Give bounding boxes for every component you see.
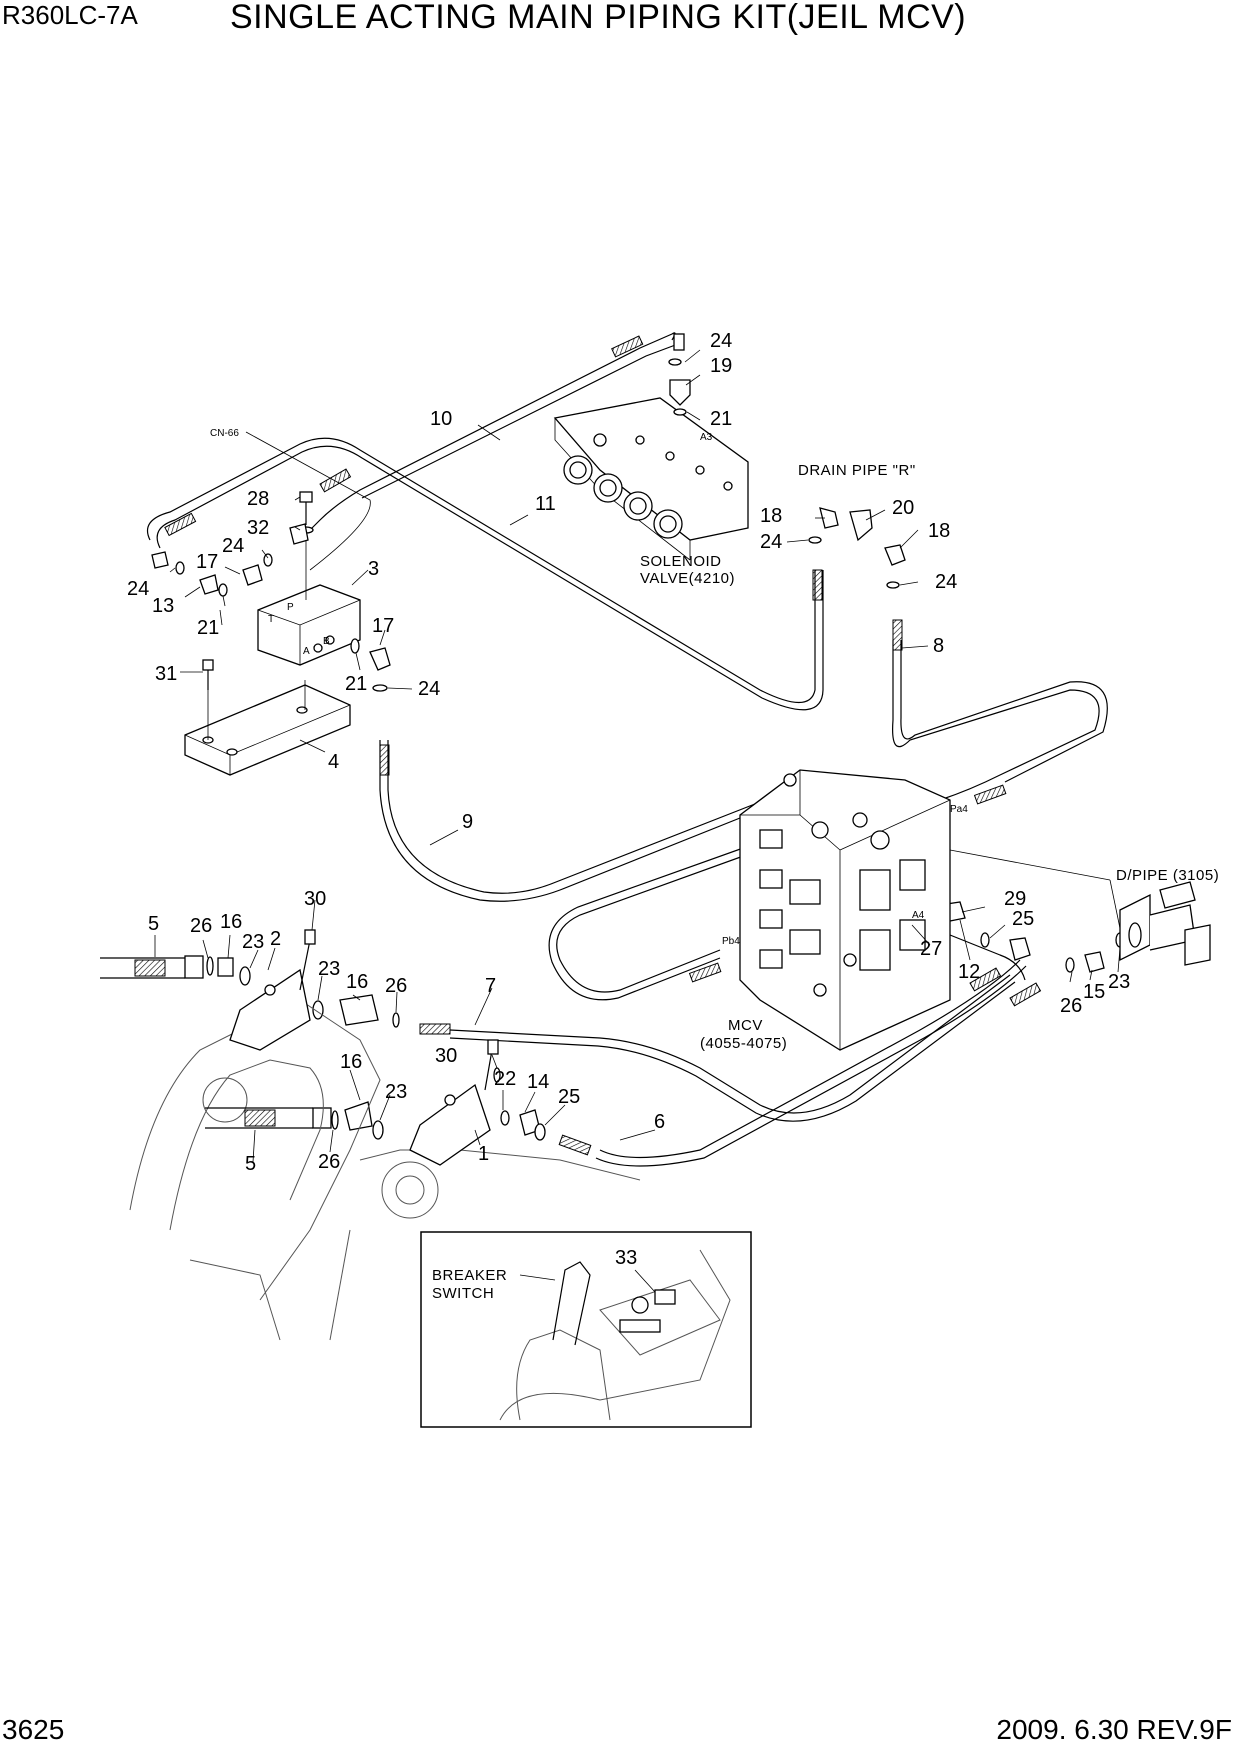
drain-pipe-label: DRAIN PIPE "R" [798, 462, 916, 479]
d-pipe [1119, 881, 1211, 966]
callout-24-d: 24 [760, 531, 782, 553]
callout-23-d: 23 [1108, 971, 1130, 993]
callout-33: 33 [615, 1247, 637, 1269]
callout-23-b: 23 [318, 958, 340, 980]
callout-21: 21 [710, 408, 732, 430]
model-code: R360LC-7A [2, 0, 138, 30]
callout-20: 20 [892, 497, 914, 519]
port-a4-label: A4 [912, 910, 925, 921]
solenoid-valve: A3 [553, 397, 749, 561]
page-title: SINGLE ACTING MAIN PIPING KIT(JEIL MCV) [230, 0, 967, 36]
callout-31: 31 [155, 663, 177, 685]
hose-8 [892, 640, 1100, 801]
callout-numbers: 24 19 21 10 11 28 32 24 17 3 24 13 21 20… [127, 330, 1130, 1269]
page-number: 3625 [2, 1714, 65, 1745]
port-a3-label: A3 [700, 432, 713, 443]
hoses-5 [100, 957, 313, 1129]
pipe-7 [449, 974, 1011, 1114]
callout-24-c: 24 [127, 578, 149, 600]
hose-9 [379, 740, 761, 902]
callout-24-f: 24 [418, 678, 440, 700]
callout-23: 23 [242, 931, 264, 953]
callout-27: 27 [920, 938, 942, 960]
port-pb4-label: Pb4 [722, 936, 740, 947]
callout-28: 28 [247, 488, 269, 510]
breaker-inset: BREAKER SWITCH [420, 1231, 752, 1428]
callout-18: 18 [760, 505, 782, 527]
callout-26-d: 26 [1060, 995, 1082, 1017]
port-a-label: A [303, 646, 310, 657]
solenoid-label-line1: SOLENOID [640, 553, 722, 570]
callout-9: 9 [462, 811, 473, 833]
callout-25-b: 25 [1012, 908, 1034, 930]
dpipe-label: D/PIPE (3105) [1116, 867, 1219, 884]
breaker-label-line1: BREAKER [432, 1267, 507, 1284]
callout-22: 22 [494, 1068, 516, 1090]
pipes [146, 332, 1108, 1167]
callout-24: 24 [710, 330, 732, 352]
port-pa4-label: Pa4 [950, 804, 968, 815]
port-t-label: T [268, 614, 274, 625]
callout-21-c: 21 [345, 673, 367, 695]
callout-2: 2 [270, 928, 281, 950]
callout-16: 16 [220, 911, 242, 933]
callout-24-b: 24 [222, 535, 244, 557]
callout-16-b: 16 [346, 971, 368, 993]
callout-13: 13 [152, 595, 174, 617]
callout-19: 19 [710, 355, 732, 377]
callout-29: 29 [1004, 888, 1026, 910]
callout-8: 8 [933, 635, 944, 657]
text-labels: CN-66 DRAIN PIPE "R" SOLENOID VALVE(4210… [210, 428, 1219, 1052]
callout-23-c: 23 [385, 1081, 407, 1103]
callout-14: 14 [527, 1071, 549, 1093]
callout-32: 32 [247, 517, 269, 539]
callout-17-b: 17 [372, 615, 394, 637]
pipe-11 [146, 437, 816, 703]
callout-24-e: 24 [935, 571, 957, 593]
revision-date: 2009. 6.30 REV.9F [996, 1714, 1232, 1745]
cn66-label: CN-66 [210, 428, 239, 439]
callout-4: 4 [328, 751, 339, 773]
callout-18-b: 18 [928, 520, 950, 542]
callout-7: 7 [485, 975, 496, 997]
solenoid-label-line2: VALVE(4210) [640, 570, 735, 587]
mcv-label-line1: MCV [728, 1017, 763, 1034]
port-b-label: B [323, 636, 330, 647]
callout-3: 3 [368, 558, 379, 580]
callout-21-b: 21 [197, 617, 219, 639]
callout-1: 1 [478, 1143, 489, 1165]
callout-10: 10 [430, 408, 452, 430]
callout-11: 11 [535, 493, 556, 515]
callout-5-b: 5 [245, 1153, 256, 1175]
left-block-assembly: T P A B [184, 491, 361, 776]
boom-arm [129, 929, 641, 1341]
breaker-label-line2: SWITCH [432, 1285, 494, 1302]
pipe-6 [599, 959, 1021, 1159]
callout-6: 6 [654, 1111, 665, 1133]
callout-26-b: 26 [385, 975, 407, 997]
callout-30-b: 30 [435, 1045, 457, 1067]
callout-30: 30 [304, 888, 326, 910]
mcv-label-line2: (4055-4075) [700, 1035, 787, 1052]
callout-17: 17 [196, 551, 218, 573]
callout-15: 15 [1083, 981, 1105, 1003]
callout-16-c: 16 [340, 1051, 362, 1073]
callout-leaders [154, 349, 1121, 1293]
callout-26-c: 26 [318, 1151, 340, 1173]
port-p-label: P [287, 602, 294, 613]
callout-25: 25 [558, 1086, 580, 1108]
callout-12: 12 [958, 961, 980, 983]
callout-5: 5 [148, 913, 159, 935]
callout-26: 26 [190, 915, 212, 937]
